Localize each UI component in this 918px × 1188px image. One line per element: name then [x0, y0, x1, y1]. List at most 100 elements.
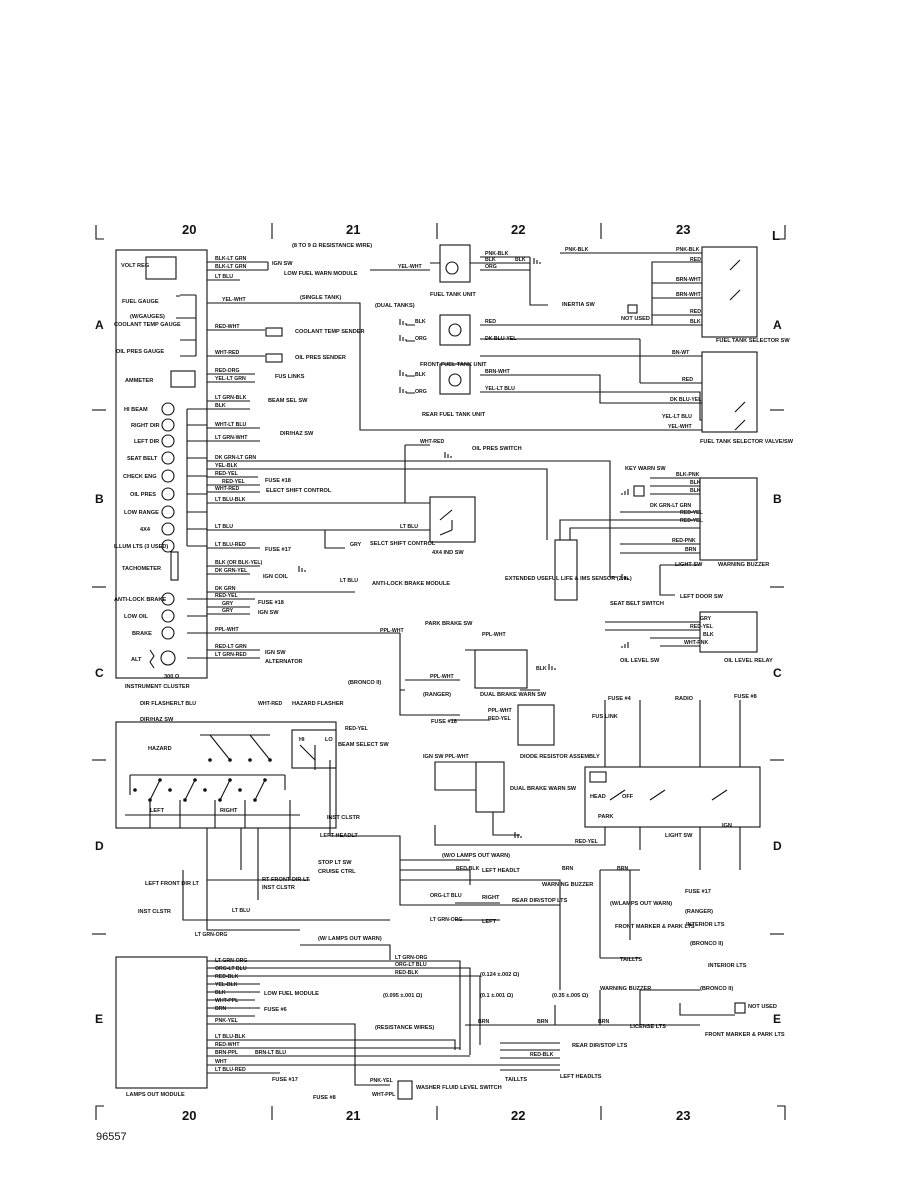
wire-label: DK GRN-YEL [215, 568, 248, 574]
wire-label: YEL-BLK [215, 982, 238, 988]
label-fuse-6: FUSE #6 [264, 1007, 287, 1013]
wire-label: RED-BLK [215, 974, 239, 980]
wire-label: BLK [690, 319, 701, 325]
wire-label: RED-WHT [215, 324, 240, 330]
label-resistance-wire: (8 TO 9 Ω RESISTANCE WIRE) [292, 243, 372, 249]
cluster-4x4: 4X4 [140, 527, 151, 533]
label-radio: RADIO [675, 696, 694, 702]
label-oil-pres-sender: OIL PRES SENDER [295, 355, 346, 361]
label-selct-shift-control: SELCT SHIFT CONTROL [370, 541, 436, 547]
label-front-marker-park-e: FRONT MARKER & PARK LTS [705, 1032, 785, 1038]
wire-label: RED-YEL [488, 716, 512, 722]
label-interior-lts-d: INTERIOR LTS [686, 922, 725, 928]
wire-label: YEL-WHT [222, 297, 246, 303]
wire-label: RED-WHT [215, 1042, 240, 1048]
wire-label: ORG-LT BLU [430, 893, 462, 899]
hazard-label: HAZARD [148, 746, 172, 752]
label-inertia-sw: INERTIA SW [562, 302, 595, 308]
wire-label: DK GRN-LT GRN [215, 455, 256, 461]
wire-label: GRY [222, 601, 234, 607]
label-cruise-ctrl: CRUISE CTRL [318, 869, 356, 875]
cluster-hi-beam: HI BEAM [124, 407, 148, 413]
label-left-headlts-e: LEFT HEADLTS [560, 1074, 602, 1080]
label-key-warn-sw: KEY WARN SW [625, 466, 666, 472]
lamps-out-module-title: LAMPS OUT MODULE [126, 1092, 185, 1098]
wire-label: PPL-WHT [445, 754, 469, 760]
wire-label: BRN-WHT [676, 277, 702, 283]
label-fuse-4-top: FUSE #4 [608, 696, 632, 702]
component-labels: (8 TO 9 Ω RESISTANCE WIRE) IGN SW LOW FU… [138, 243, 794, 1101]
corner-marker-right: L [772, 228, 780, 243]
label-front-marker-park-d: FRONT MARKER & PARK LTS [615, 924, 695, 930]
label-taillts-e: TAILLTS [505, 1077, 527, 1083]
label-alternator: ALTERNATOR [265, 659, 303, 665]
label-warning-buzzer-d: WARNING BUZZER [542, 882, 593, 888]
row-c-left: C [95, 666, 104, 680]
wire-label: WHT [215, 1059, 228, 1065]
wire-label: LT GRN-ORG [215, 958, 247, 964]
label-fuse-18-c: FUSE #18 [431, 719, 457, 725]
row-b-right: B [773, 492, 782, 506]
wire-label: BLK [215, 403, 226, 409]
label-fuse-18-a: FUSE #18 [265, 478, 291, 484]
row-e-left: E [95, 1012, 103, 1026]
wire-label: WHT-PNK [684, 640, 708, 646]
cluster-illum-lts: ILLUM LTS (3 USED) [114, 544, 168, 550]
wire-label: RED-YEL [215, 471, 239, 477]
label-dir-haz-sw: DIR/HAZ SW [280, 431, 314, 437]
resistance-01: (0.1 ±.001 Ω) [480, 993, 513, 999]
cluster-check-eng: CHECK ENG [123, 474, 157, 480]
wire-label: RED-YEL [680, 510, 704, 516]
label-resistance-wires: (RESISTANCE WIRES) [375, 1025, 434, 1031]
label-left-headlt-e: LEFT HEADLT [482, 868, 520, 874]
wire-label: BRN [685, 547, 696, 553]
cluster-volt-reg: VOLT REG [121, 263, 149, 269]
label-left-front-dir-lt: LEFT FRONT DIR LT [145, 881, 200, 887]
cluster-resistor: 300 Ω [164, 674, 180, 680]
label-seat-belt-switch: SEAT BELT SWITCH [610, 601, 664, 607]
row-b-left: B [95, 492, 104, 506]
label-ign-d: IGN [722, 823, 732, 829]
wire-label: BLK [690, 488, 701, 494]
wire-label: BLK (OR BLK-YEL) [215, 560, 263, 566]
label-fuse-17-d: FUSE #17 [685, 889, 711, 895]
label-oil-level-sw: OIL LEVEL SW [620, 658, 660, 664]
label-fuse-18-b: FUSE #18 [258, 600, 284, 606]
wire-label: BLK-PNK [676, 472, 700, 478]
label-inst-clstr-d2: INST CLSTR [262, 885, 295, 891]
grid-frame [92, 223, 786, 1120]
resistance-0095: (0.095 ±.001 Ω) [383, 993, 422, 999]
label-bronco-ii-c: (BRONCO II) [348, 680, 381, 686]
label-diode-resistor-assembly: DIODE RESISTOR ASSEMBLY [520, 754, 600, 760]
cluster-seat-belt: SEAT BELT [127, 456, 158, 462]
wire-label: RED-YEL [690, 624, 714, 630]
label-not-used-e: NOT USED [748, 1004, 777, 1010]
label-left-door-sw: LEFT DOOR SW [680, 594, 724, 600]
cluster-tachometer: TACHOMETER [122, 566, 161, 572]
label-license-lts: LICENSE LTS [630, 1024, 666, 1030]
column-23-bottom: 23 [676, 1108, 690, 1123]
resistance-0124: (0.124 ±.002 Ω) [480, 972, 519, 978]
cluster-right-dir: RIGHT DIR [131, 423, 160, 429]
label-dual-tanks-a: (DUAL TANKS) [375, 303, 415, 309]
label-dual-brake-warn-sw-c: DUAL BRAKE WARN SW [480, 692, 547, 698]
label-dual-brake-warn-sw-d: DUAL BRAKE WARN SW [510, 786, 577, 792]
label-park-brake-sw: PARK BRAKE SW [425, 621, 473, 627]
figure-number: 96557 [96, 1131, 127, 1143]
label-fuse-8-e: FUSE #8 [313, 1095, 336, 1101]
label-bronco-ii-e: (BRONCO II) [700, 986, 733, 992]
label-fus-link: FUS LINK [592, 714, 618, 720]
wire-label: PNK-BLK [485, 251, 509, 257]
wire-label: RED-LT GRN [215, 644, 247, 650]
wire-label: ORG [485, 264, 497, 270]
label-fuel-tank-unit: FUEL TANK UNIT [430, 292, 476, 298]
cluster-fuel-gauge: FUEL GAUGE [122, 299, 159, 305]
wire-label: PNK-BLK [676, 247, 700, 253]
wire-label: LT BLU [232, 908, 250, 914]
wire-label: ORG-LT BLU [395, 962, 427, 968]
label-ranger-d: (RANGER) [685, 909, 713, 915]
wire-label: LT BLU [215, 274, 233, 280]
wire-label: BRN [537, 1019, 548, 1025]
wire-label: RED [682, 377, 693, 383]
beam-red-yel-wire: RED-YEL [345, 726, 369, 732]
